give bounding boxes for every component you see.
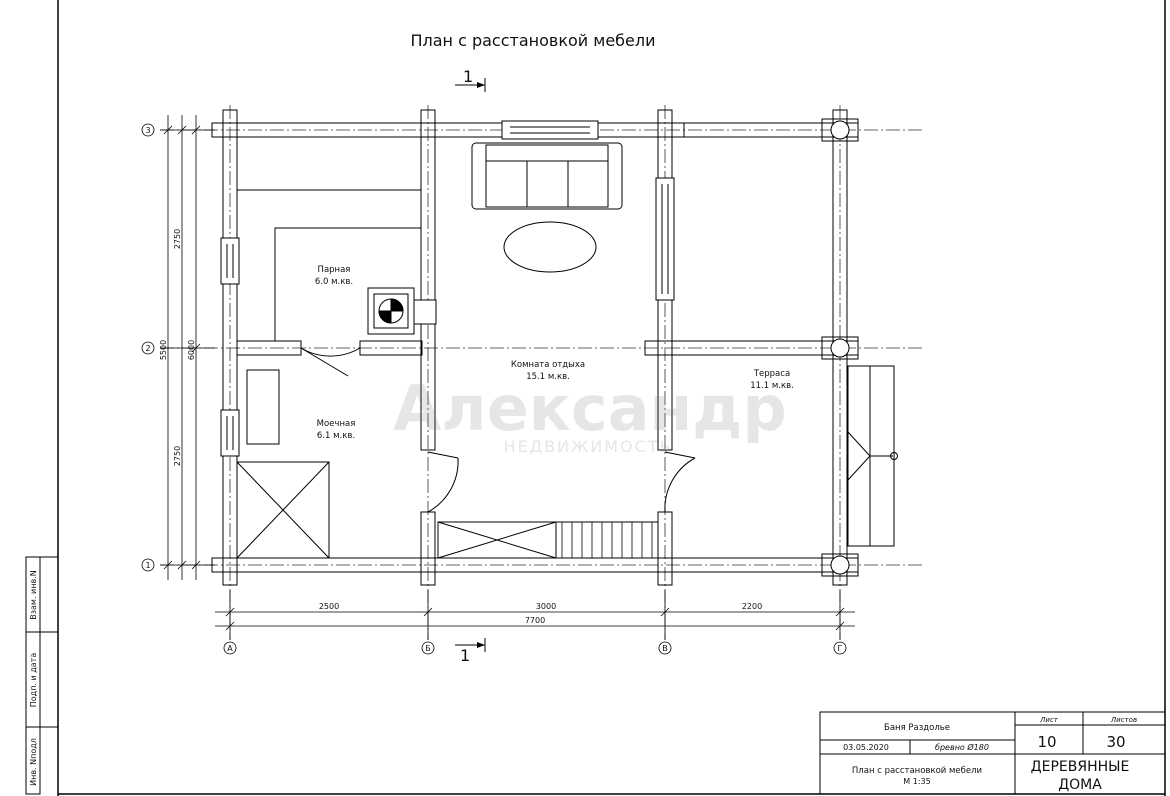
title-block-sheets: 30: [1106, 733, 1125, 751]
title-block-sheets-label: Листов: [1110, 716, 1137, 724]
door-parnaya: [300, 347, 349, 377]
room-area-moechnaya: 6.1 м.кв.: [317, 431, 355, 441]
title-block-sheet-label: Лист: [1039, 716, 1059, 724]
axis-label-col: В: [662, 644, 668, 653]
washroom-furniture: [236, 369, 330, 559]
room-name-terrasa: Терраса: [753, 369, 790, 379]
title-block: [819, 711, 1166, 795]
axis-label-col: Г: [838, 644, 843, 653]
side-stamp-label: Инв. Nподл: [29, 738, 38, 786]
shower-tray: [236, 461, 330, 559]
axis-label-row: 3: [145, 126, 150, 135]
wash-bench: [246, 369, 280, 445]
axis-label-row: 2: [145, 344, 150, 353]
window-top: [501, 120, 599, 140]
watermark: Александр НЕДВИЖИМОСТЬ: [393, 372, 786, 456]
title-block-description: План с расстановкой мебели: [852, 766, 982, 776]
wall-b-upper: [420, 109, 436, 451]
dimension-label: 6000: [187, 340, 196, 360]
terrace-posts: [821, 118, 859, 577]
side-stamp-label: Взам. инв.N: [29, 570, 38, 619]
section-mark-top: 1: [455, 67, 486, 92]
dimension-label: 3000: [536, 602, 556, 611]
windows: [220, 120, 675, 457]
section-mark-label: 1: [463, 67, 473, 86]
title-block-date: 03.05.2020: [843, 743, 889, 752]
side-stamp: [25, 556, 58, 795]
title-block-sheet: 10: [1037, 733, 1056, 751]
doors: [300, 347, 696, 513]
partition-left: [236, 340, 302, 356]
oval-table: [503, 221, 597, 273]
title-block-material: бревно Ø180: [935, 742, 989, 752]
section-mark-bottom: 1: [455, 638, 486, 665]
title-block-scale: М 1:35: [903, 777, 930, 786]
title-block-company-line2: ДОМА: [1058, 777, 1102, 793]
bottom-bench: [437, 521, 659, 559]
dimension-label: 2500: [319, 602, 339, 611]
dimension-label: 7700: [525, 616, 545, 625]
watermark-main: Александр: [393, 372, 786, 445]
dimension-label: 2750: [173, 229, 182, 249]
title-block-company-line1: ДЕРЕВЯННЫЕ: [1031, 759, 1130, 775]
title-block-project: Баня Раздолье: [884, 723, 950, 733]
dimension-label: 2750: [173, 446, 182, 466]
door-komnata-left: [427, 451, 459, 459]
room-name-parnaya: Парная: [318, 265, 351, 275]
window-moechnaya: [220, 409, 240, 457]
room-area-terrasa: 11.1 м.кв.: [750, 381, 794, 391]
door-komnata-right: [664, 451, 696, 459]
watermark-sub: НЕДВИЖИМОСТЬ: [503, 437, 672, 456]
drawing-title: План с расстановкой мебели: [410, 31, 655, 50]
window-parnaya: [220, 237, 240, 285]
axis-label-col: Б: [425, 644, 431, 653]
room-area-komnata: 15.1 м.кв.: [526, 372, 570, 382]
axis-label-row: 1: [145, 561, 150, 570]
axis-label-col: А: [227, 644, 233, 653]
dimension-chain-left: [160, 115, 215, 580]
terrace-stairs: [847, 365, 898, 547]
axis-markers: [141, 123, 847, 655]
dimension-label: 2200: [742, 602, 762, 611]
side-stamp-label: Подп. и дата: [29, 653, 38, 708]
sofa: [471, 142, 623, 210]
dimension-label: 5500: [159, 340, 168, 360]
sauna-benches: [237, 189, 421, 341]
room-area-parnaya: 6.0 м.кв.: [315, 277, 353, 287]
window-komnata: [655, 177, 675, 301]
room-name-komnata: Комната отдыха: [511, 360, 585, 370]
stove: [367, 287, 437, 335]
section-mark-label: 1: [460, 646, 470, 665]
room-name-moechnaya: Моечная: [317, 419, 356, 429]
room-labels: Парная 6.0 м.кв. Моечная 6.1 м.кв. Комна…: [315, 265, 794, 441]
dimension-chain-bottom: [215, 590, 855, 640]
